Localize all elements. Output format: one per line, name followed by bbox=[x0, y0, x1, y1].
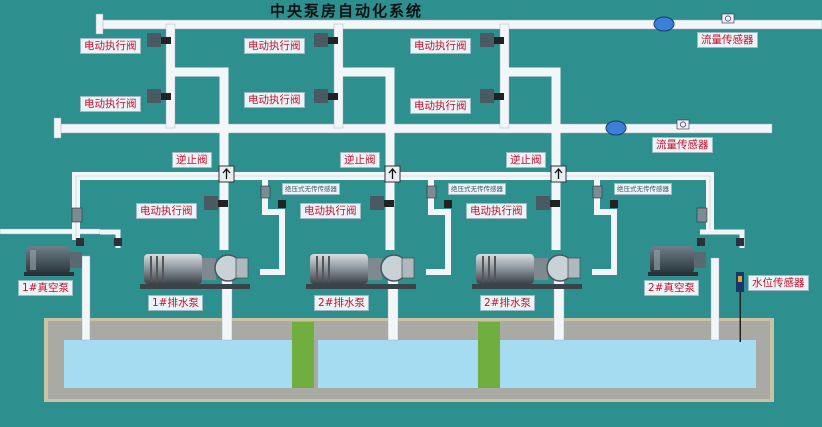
check-valves bbox=[218, 165, 567, 183]
manual-valve-icon[interactable] bbox=[592, 185, 603, 199]
electric-valves bbox=[147, 33, 560, 210]
flowmeter-top-icon[interactable] bbox=[653, 13, 735, 32]
label-electric-valve: 电动执行阀 bbox=[410, 98, 471, 114]
manual-valve-icon[interactable] bbox=[697, 238, 705, 246]
label-drain-pump-1: 1#排水泵 bbox=[148, 295, 203, 311]
label-water-level-sensor: 水位传感器 bbox=[748, 275, 809, 291]
pressure-sensor-icon[interactable] bbox=[278, 200, 286, 208]
water-chamber-1 bbox=[64, 340, 292, 388]
label-electric-valve: 电动执行阀 bbox=[244, 38, 305, 54]
electric-valve-icon[interactable] bbox=[314, 33, 338, 47]
label-flow-sensor: 流量传感器 bbox=[697, 32, 758, 48]
electric-valve-icon[interactable] bbox=[480, 89, 504, 103]
manual-valve-icon[interactable] bbox=[71, 207, 83, 223]
electric-valve-icon[interactable] bbox=[370, 196, 394, 210]
label-vacuum-pump-1: 1#真空泵 bbox=[18, 280, 73, 296]
vacuum-pump-1[interactable] bbox=[24, 246, 82, 276]
label-electric-valve: 电动执行阀 bbox=[300, 203, 361, 219]
flow-meters bbox=[605, 13, 735, 136]
label-check-valve: 逆止阀 bbox=[172, 152, 212, 168]
electric-valve-icon[interactable] bbox=[480, 33, 504, 47]
label-drain-pump-2: 2#排水泵 bbox=[314, 295, 369, 311]
manual-valves bbox=[71, 185, 744, 246]
drain-pump-3[interactable] bbox=[472, 254, 582, 289]
water-chamber-3 bbox=[500, 340, 756, 388]
manual-valve-icon[interactable] bbox=[260, 185, 271, 199]
drain-pump-2[interactable] bbox=[306, 254, 416, 289]
electric-valve-icon[interactable] bbox=[147, 33, 171, 47]
pressure-sensors bbox=[278, 200, 618, 208]
manual-valve-icon[interactable] bbox=[426, 185, 437, 199]
label-pressure-sensor: 绝压式无传传感器 bbox=[282, 183, 340, 195]
sump-tank bbox=[44, 318, 774, 402]
water-chamber-2 bbox=[318, 340, 478, 388]
check-valve-icon[interactable] bbox=[550, 165, 567, 183]
middle-header-pipe bbox=[55, 123, 773, 134]
label-check-valve: 逆止阀 bbox=[506, 152, 546, 168]
label-electric-valve: 电动执行阀 bbox=[244, 92, 305, 108]
label-electric-valve: 电动执行阀 bbox=[410, 38, 471, 54]
top-header-pipe bbox=[99, 19, 822, 30]
drain-pump-1[interactable] bbox=[140, 254, 250, 289]
label-electric-valve: 电动执行阀 bbox=[136, 203, 197, 219]
partition-2 bbox=[478, 322, 500, 388]
manual-valve-icon[interactable] bbox=[736, 238, 744, 246]
manual-valve-icon[interactable] bbox=[696, 207, 708, 223]
pressure-sensor-icon[interactable] bbox=[444, 200, 452, 208]
electric-valve-icon[interactable] bbox=[147, 89, 171, 103]
label-drain-pump-3: 2#排水泵 bbox=[480, 295, 535, 311]
manual-valve-icon[interactable] bbox=[114, 238, 122, 246]
manual-valve-icon[interactable] bbox=[76, 238, 84, 246]
electric-valve-icon[interactable] bbox=[536, 196, 560, 210]
label-pressure-sensor: 绝压式无传传感器 bbox=[448, 183, 506, 195]
pressure-sensor-icon[interactable] bbox=[610, 200, 618, 208]
label-electric-valve: 电动执行阀 bbox=[80, 38, 141, 54]
check-valve-icon[interactable] bbox=[218, 165, 235, 183]
check-valve-icon[interactable] bbox=[384, 165, 401, 183]
label-electric-valve: 电动执行阀 bbox=[80, 96, 141, 112]
label-pressure-sensor: 绝压式无传传感器 bbox=[614, 183, 672, 195]
electric-valve-icon[interactable] bbox=[204, 196, 228, 210]
label-electric-valve: 电动执行阀 bbox=[466, 203, 527, 219]
vacuum-pump-2[interactable] bbox=[648, 246, 706, 276]
water-level-sensor-icon[interactable] bbox=[736, 272, 744, 342]
page-title: 中央泵房自动化系统 bbox=[270, 2, 424, 20]
electric-valve-icon[interactable] bbox=[314, 89, 338, 103]
label-check-valve: 逆止阀 bbox=[340, 152, 380, 168]
flowmeter-middle-icon[interactable] bbox=[605, 119, 690, 136]
partition-1 bbox=[292, 322, 314, 388]
label-vacuum-pump-2: 2#真空泵 bbox=[644, 280, 699, 296]
label-flow-sensor: 流量传感器 bbox=[652, 137, 713, 153]
